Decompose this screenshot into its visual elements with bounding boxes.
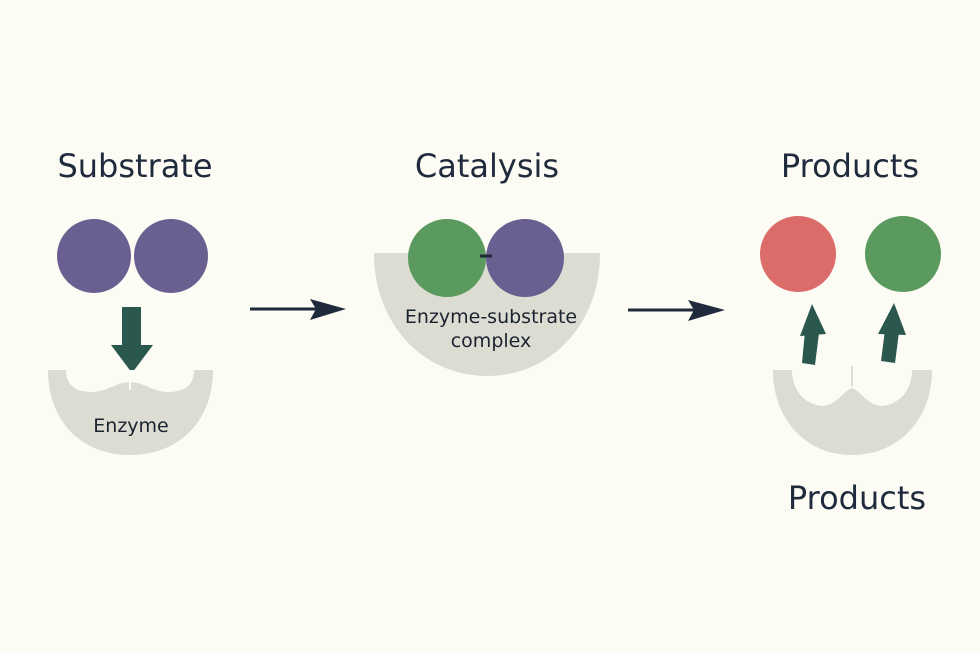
substrate-title: Substrate (57, 147, 212, 185)
right-arrow-icon (628, 300, 725, 321)
substrate-molecule-left (57, 219, 131, 293)
product-molecule-green (865, 216, 941, 292)
enzyme-label: Enzyme (93, 415, 168, 437)
substrate-molecule-right (134, 219, 208, 293)
down-arrow-icon (111, 307, 153, 373)
up-arrow-icon (878, 303, 906, 363)
bound-substrate-green (408, 219, 486, 297)
up-arrow-icon (800, 304, 826, 365)
bound-substrate-purple (486, 219, 564, 297)
released-enzyme-active-site (792, 370, 912, 406)
right-arrow-icon (250, 299, 346, 320)
complex-label-line1: Enzyme-substrate (405, 306, 577, 328)
products-bottom-label: Products (788, 479, 926, 517)
catalysis-title: Catalysis (415, 147, 559, 185)
products-title: Products (781, 147, 919, 185)
complex-label-line2: complex (451, 330, 532, 352)
product-molecule-red (760, 216, 836, 292)
